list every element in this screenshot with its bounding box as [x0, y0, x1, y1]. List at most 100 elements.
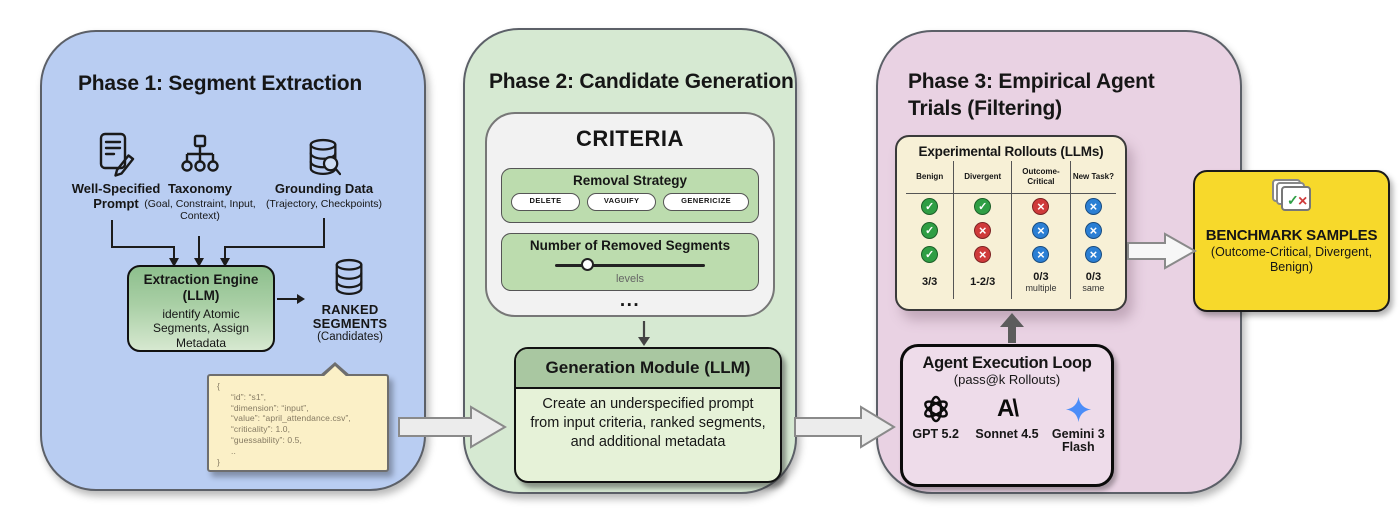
phase1-title: Phase 1: Segment Extraction	[78, 72, 363, 96]
criteria-ellipsis: ...	[619, 290, 641, 311]
phase1-input-label: Taxonomy	[167, 181, 233, 196]
segments-slider[interactable]	[555, 258, 705, 272]
rollout-result-cell: ×	[1012, 194, 1071, 218]
summary-value: 0/3	[1085, 271, 1102, 283]
removal-strategy-box: Removal Strategy DELETE VAGUIFY GENERICIZE	[501, 168, 759, 223]
database-search-icon	[258, 128, 390, 178]
strategy-pill-delete[interactable]: DELETE	[511, 193, 581, 211]
phase1-input-1: Well-Specified Prompt	[56, 128, 176, 211]
doc-pencil-icon	[56, 128, 176, 178]
slider-label: levels	[615, 273, 645, 285]
extraction-engine-box: Extraction Engine (LLM) identify Atomic …	[127, 265, 275, 352]
model-label: Gemini 3 Flash	[1051, 427, 1105, 455]
rollout-result-cell: ✓	[906, 242, 955, 266]
database-icon	[333, 258, 367, 302]
cross-icon-red: ×	[974, 245, 992, 263]
rollouts-col-summary: 3/3	[906, 266, 955, 299]
agent-loop-title: Agent Execution Loop	[922, 354, 1092, 372]
cross-icon-red: ×	[1032, 197, 1050, 215]
experimental-rollouts-box: Experimental Rollouts (LLMs) Benign✓✓✓3/…	[895, 135, 1127, 311]
phase2-title: Phase 2: Candidate Generation	[489, 70, 794, 94]
taxonomy-icon	[138, 128, 262, 178]
strategy-pill-genericize[interactable]: GENERICIZE	[663, 193, 749, 211]
extraction-engine-body: identify Atomic Segments, Assign Metadat…	[152, 306, 250, 351]
benchmark-samples-box: ✓× BENCHMARK SAMPLES (Outcome-Critical, …	[1193, 170, 1390, 312]
cross-icon-red: ×	[974, 221, 992, 239]
removed-segments-title: Number of Removed Segments	[529, 238, 731, 253]
slider-track	[555, 264, 705, 267]
ranked-segments-title: RANKED SEGMENTS	[312, 302, 388, 332]
phase1-input-sublabel: (Trajectory, Checkpoints)	[265, 197, 383, 210]
check-icon-green: ✓	[921, 197, 939, 215]
anthropic-icon: A\	[996, 395, 1019, 422]
json-line: “value”: “april_attendance.csv”,	[231, 413, 351, 424]
removal-strategy-title: Removal Strategy	[572, 173, 688, 188]
rollout-result-cell: ×	[1012, 218, 1071, 242]
summary-value: 3/3	[922, 275, 938, 288]
json-line: “dimension”: “input”,	[231, 402, 309, 413]
json-line: “guessability”: 0.5,	[231, 434, 302, 445]
model-gpt-5-2: GPT 5.2	[903, 392, 968, 454]
json-line: }	[217, 456, 220, 467]
phase3-title: Phase 3: Empirical Agent Trials (Filteri…	[908, 70, 1155, 120]
summary-value: 1-2/3	[970, 275, 996, 288]
ranked-segments-sub: (Candidates)	[317, 331, 383, 344]
openai-icon	[903, 392, 968, 426]
rollout-result-cell: ✓	[906, 218, 955, 242]
rollouts-col-header: New Task?	[1070, 161, 1116, 194]
rollout-result-cell: ×	[1012, 242, 1071, 266]
json-line: {	[217, 381, 220, 391]
phase1-input-label: Grounding Data	[274, 181, 374, 196]
removed-segments-box: Number of Removed Segments levels	[501, 233, 759, 291]
rollout-result-cell: ✓	[954, 194, 1013, 218]
experimental-rollouts-title: Experimental Rollouts (LLMs)	[918, 144, 1104, 159]
cross-icon-blue: ×	[1032, 221, 1050, 239]
rollouts-col-header: Outcome-Critical	[1012, 161, 1071, 194]
gemini-icon	[1046, 392, 1111, 426]
phase1-input-sublabel: (Goal, Constraint, Input, Context)	[144, 197, 256, 222]
cross-icon-blue: ×	[1084, 197, 1102, 215]
phase3-panel: Phase 3: Empirical Agent Trials (Filteri…	[876, 30, 1242, 494]
sample-cards-icon: ✓×	[1266, 179, 1318, 224]
model-label: GPT 5.2	[912, 427, 959, 441]
rollout-result-cell: ✓	[906, 194, 955, 218]
slider-knob[interactable]	[581, 258, 594, 271]
model-sonnet-4-5: A\ Sonnet 4.5	[974, 392, 1039, 454]
check-icon-green: ✓	[974, 197, 992, 215]
removal-strategy-options: DELETE VAGUIFY GENERICIZE	[502, 188, 758, 211]
agent-loop-subtitle: (pass@k Rollouts)	[953, 372, 1061, 387]
json-line: “criticality”: 1.0,	[231, 424, 291, 435]
phase1-input-3: Grounding Data(Trajectory, Checkpoints)	[258, 128, 390, 210]
rollouts-col-summary: 1-2/3	[954, 266, 1013, 299]
summary-note: same	[1082, 282, 1105, 293]
cross-icon-blue: ×	[1084, 245, 1102, 263]
rollout-result-cell: ×	[954, 218, 1013, 242]
summary-note: multiple	[1025, 282, 1057, 293]
rollout-result-cell: ×	[1071, 242, 1116, 266]
rollout-result-cell: ×	[1071, 194, 1116, 218]
generation-module-box: Generation Module (LLM) Create an unders…	[514, 347, 782, 483]
strategy-pill-vaguify[interactable]: VAGUIFY	[587, 193, 657, 211]
segment-json-code: {“id”: “s1”,“dimension”: “input”,“value”…	[217, 381, 379, 467]
check-icon-green: ✓	[921, 221, 939, 239]
criteria-title: CRITERIA	[576, 126, 684, 151]
svg-text:✓: ✓	[1287, 192, 1299, 208]
svg-text:×: ×	[1298, 193, 1307, 210]
agent-models: GPT 5.2 A\ Sonnet 4.5 Gemini 3 Flash	[903, 392, 1111, 454]
model-label: Sonnet 4.5	[975, 427, 1039, 441]
model-gemini-3-flash: Gemini 3 Flash	[1046, 392, 1111, 454]
ranked-segments: RANKED SEGMENTS (Candidates)	[304, 258, 396, 344]
phase1-panel: Phase 1: Segment Extraction Well-Specifi…	[40, 30, 426, 491]
segment-json-callout: {“id”: “s1”,“dimension”: “input”,“value”…	[207, 362, 389, 472]
summary-value: 0/3	[1033, 271, 1049, 283]
benchmark-samples-title: BENCHMARK SAMPLES	[1205, 227, 1378, 244]
rollout-result-cell: ×	[1071, 218, 1116, 242]
phase1-input-2: Taxonomy(Goal, Constraint, Input, Contex…	[138, 128, 262, 222]
cross-icon-blue: ×	[1084, 221, 1102, 239]
generation-module-body: Create an underspecified prompt from inp…	[530, 396, 766, 451]
rollouts-col-header: Divergent	[954, 161, 1013, 194]
cross-icon-blue: ×	[1032, 245, 1050, 263]
